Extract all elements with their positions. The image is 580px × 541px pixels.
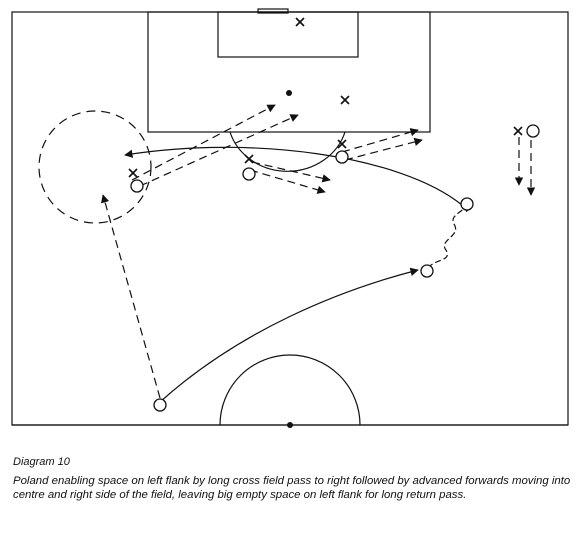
defender-centre <box>340 95 350 105</box>
pitch-boundary <box>11 11 569 426</box>
defender-centre-left <box>244 154 254 164</box>
defender-right <box>337 139 347 149</box>
penalty-arc <box>229 131 346 172</box>
penalty-area <box>147 11 431 133</box>
empty-space-zone <box>38 110 152 224</box>
attacker-left-back <box>153 398 167 412</box>
long-cross-field-pass <box>159 267 419 403</box>
tactics-diagram <box>11 8 569 428</box>
run-right-forward <box>341 128 419 153</box>
attackers <box>130 124 540 412</box>
pitch-markings <box>11 8 569 426</box>
defender-goalkeeper <box>295 17 305 27</box>
figure-caption-text: Poland enabling space on left flank by l… <box>13 475 571 501</box>
goal-area <box>217 11 359 58</box>
penalty-spot <box>286 90 292 96</box>
defenders <box>128 17 523 178</box>
player-runs <box>101 104 536 399</box>
run-left-forward-centre-2 <box>139 114 299 187</box>
attacker-left-forward <box>130 179 144 193</box>
ball-paths <box>124 146 463 403</box>
attacker-right-winger <box>460 197 474 211</box>
attacker-receiver <box>420 264 434 278</box>
goal <box>257 8 289 14</box>
run-centre-forward-right-2 <box>251 161 331 183</box>
long-return-pass <box>124 146 463 206</box>
run-left-back-forward <box>101 194 161 399</box>
centre-circle <box>219 354 361 426</box>
centre-spot <box>287 422 293 428</box>
attacker-centre-forward <box>242 167 256 181</box>
attacker-far-right <box>526 124 540 138</box>
defender-far-right <box>513 126 523 136</box>
run-left-forward-centre <box>131 104 276 181</box>
figure-caption: Diagram 10 Poland enabling space on left… <box>13 455 573 502</box>
attacker-right-forward <box>335 150 349 164</box>
run-centre-forward-right <box>249 169 326 194</box>
figure-label: Diagram 10 <box>13 456 70 468</box>
dribble-path <box>427 203 473 269</box>
defender-left <box>128 168 138 178</box>
run-right-forward-2 <box>344 137 423 161</box>
